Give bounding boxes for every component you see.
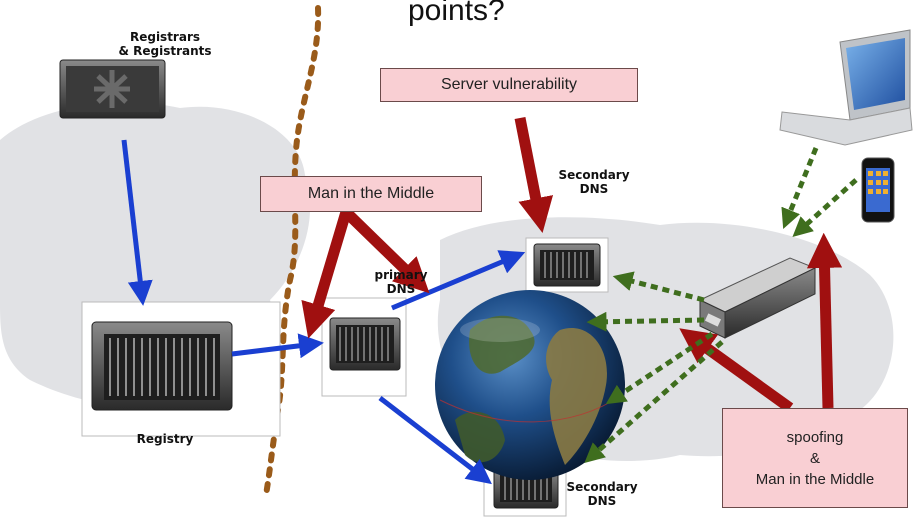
spoofing-to-resolver-arrow — [679, 328, 794, 413]
attack-arrows — [301, 116, 843, 413]
registry-to-primary-arrow — [231, 333, 324, 359]
client-query-arrows — [584, 147, 858, 463]
server-vuln-arrow — [514, 116, 554, 233]
laptop-client — [779, 29, 913, 146]
primary-to-secondary-bottom-arrow — [378, 396, 492, 485]
resolver-to-globe-lower-arrow — [605, 331, 714, 405]
resolver-to-secondary-top-arrow — [612, 271, 705, 303]
spoofing-callout-line3: Man in the Middle — [755, 471, 875, 488]
spoofing-mitm-callout: spoofing & Man in the Middle — [722, 408, 908, 508]
registrar-server — [59, 59, 166, 119]
secondary-dns-top-label: Secondary DNS — [534, 168, 654, 196]
resolver-to-globe-arrow — [586, 311, 705, 332]
laptop-query-arrow — [781, 147, 819, 229]
spoofing-callout-line2: & — [809, 450, 820, 467]
mitm-to-zone-arrow — [342, 208, 430, 294]
man-in-the-middle-callout: Man in the Middle — [260, 176, 482, 212]
phone-query-arrow — [792, 178, 858, 238]
spoofing-to-clients-arrow — [806, 232, 843, 409]
server-vulnerability-callout: Server vulnerability — [380, 68, 638, 102]
primary-dns-label-line2: DNS — [386, 282, 416, 296]
secondary-dns-bottom-label: Secondary DNS — [552, 480, 652, 508]
secondary-dns-bottom-label-line2: DNS — [587, 494, 617, 508]
primary-to-secondary-top-arrow — [391, 250, 526, 311]
resolver-to-secondary-bottom-arrow — [584, 340, 724, 463]
spoofing-callout-line1: spoofing — [786, 429, 844, 446]
globe-image — [435, 290, 625, 480]
primary-dns-label-line1: primary — [374, 268, 428, 282]
registry-label: Registry — [136, 432, 194, 446]
secondary-dns-top-server — [525, 237, 609, 293]
registrars-label: Registrars & Registrants — [118, 30, 212, 58]
primary-dns-server — [321, 297, 407, 397]
slide-title-fragment: points? — [408, 0, 505, 27]
registrar-to-registry-arrow — [121, 139, 153, 306]
secondary-dns-top-label-line1: Secondary — [558, 168, 630, 182]
primary-dns-label: primary DNS — [356, 268, 446, 296]
registry-server — [81, 301, 281, 437]
data-flow-arrows — [121, 139, 526, 485]
mitm-to-primary-arrow — [301, 210, 352, 339]
phone-client — [861, 157, 895, 223]
secondary-dns-bottom-label-line1: Secondary — [566, 480, 638, 494]
secondary-dns-top-label-line2: DNS — [579, 182, 609, 196]
